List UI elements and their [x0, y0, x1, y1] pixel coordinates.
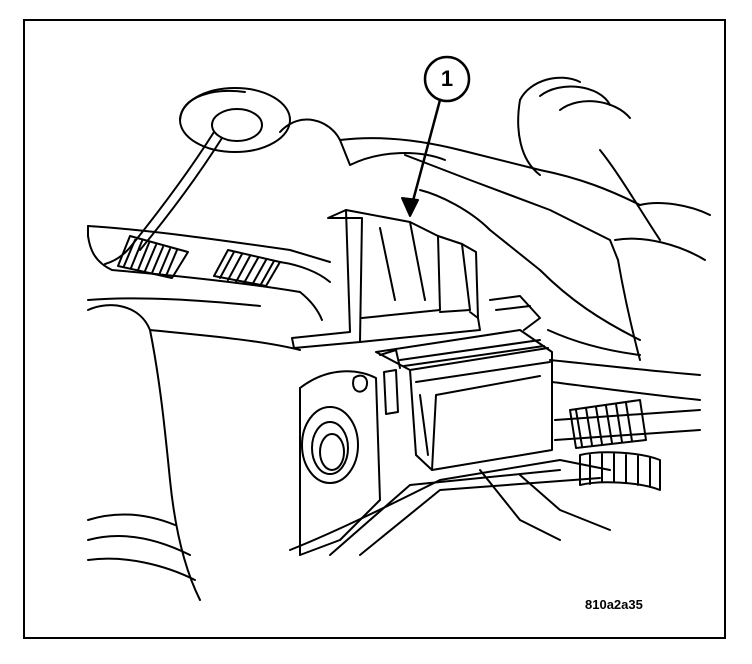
airbag-module-bracket: [291, 209, 481, 349]
wire-harness-left: [87, 225, 331, 321]
callout-1: [401, 55, 471, 217]
figure-code: 810a2a35: [585, 597, 643, 612]
figure-frame: [23, 19, 726, 639]
locking-tab: [383, 369, 399, 415]
lower-structure: [289, 370, 611, 556]
grommet: [179, 87, 291, 153]
lower-left-panel: [87, 297, 301, 601]
callout-number: 1: [440, 66, 454, 91]
dash-contour: [517, 76, 711, 261]
wire-harness-right: [547, 329, 701, 491]
body-panel: [279, 118, 641, 361]
connector-body: [375, 295, 553, 471]
wire: [104, 131, 215, 265]
